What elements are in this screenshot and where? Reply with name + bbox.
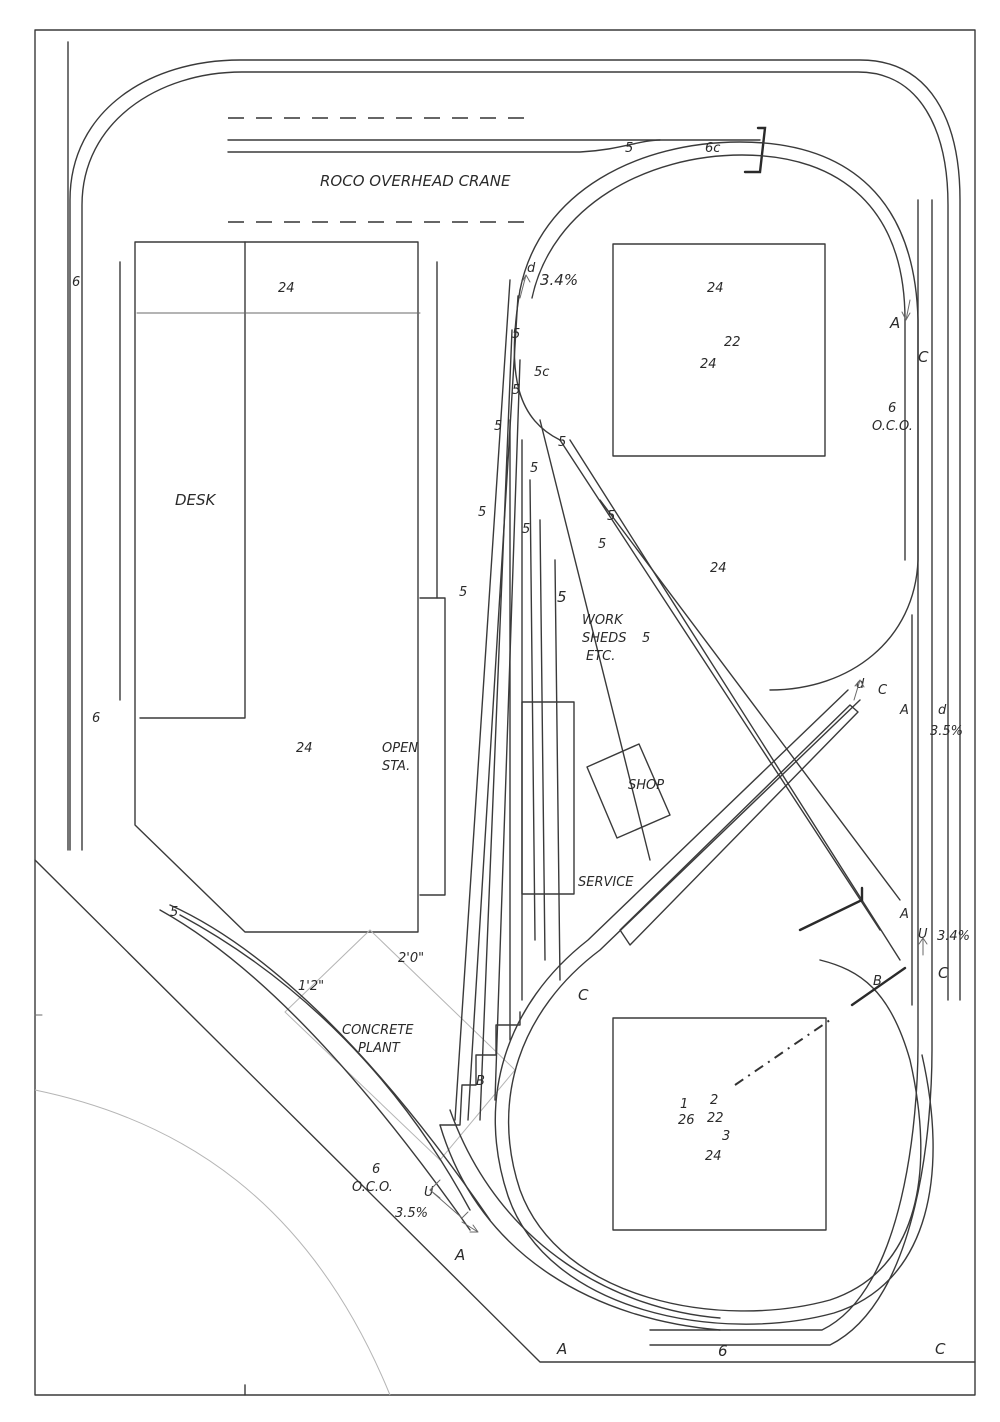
desk-label: DESK xyxy=(175,491,217,509)
shop-label: SHOP xyxy=(628,778,664,793)
elev-upper-box-2-sup: 22 xyxy=(724,335,741,350)
lower-loop-track xyxy=(439,689,934,1331)
marker-A-mid: A xyxy=(899,703,909,718)
marker-C-mid: C xyxy=(878,683,888,698)
grade-lower: 3.5% xyxy=(395,1206,428,1221)
radius-6-bottom: 6 xyxy=(718,1342,728,1360)
open-station-wall xyxy=(419,261,446,896)
dim-2ft: 2'0" xyxy=(398,951,424,966)
elev-lower-box-2: 24 xyxy=(705,1149,722,1164)
clearance-lower-num: 6 xyxy=(372,1162,380,1177)
radius-5-lower-left: 5 xyxy=(170,905,178,920)
work-sheds-label-2: SHEDS xyxy=(582,631,627,646)
radius-5-e: 5 xyxy=(530,461,538,476)
marker-B-left: B xyxy=(476,1074,485,1089)
marker-A-bottom: A xyxy=(556,1340,567,1358)
open-station-label-2: STA. xyxy=(382,759,410,774)
crane-label: ROCO OVERHEAD CRANE xyxy=(320,172,511,190)
elev-lower-box-2-sup: 3 xyxy=(722,1129,730,1144)
marker-C-upper: C xyxy=(918,348,929,366)
marker-A-lower-right: A xyxy=(899,907,909,922)
radius-5-b: 5 xyxy=(512,383,520,398)
marker-d-right: d xyxy=(938,703,947,718)
grade-upper: 3.4% xyxy=(540,271,578,289)
radius-5-a: 5 xyxy=(512,327,520,342)
yard-tracks xyxy=(454,279,901,1121)
radius-5-k: 5 xyxy=(557,588,567,606)
radius-6-left-top: 6 xyxy=(72,275,80,290)
lower-structure xyxy=(612,1017,827,1231)
service-platform xyxy=(521,701,575,895)
elev-desk-center: 24 xyxy=(296,741,313,756)
concrete-label-1: CONCRETE xyxy=(342,1023,414,1038)
radius-5-f: 5 xyxy=(478,505,486,520)
shop-building xyxy=(586,743,671,839)
radius-5-c: 5 xyxy=(494,419,502,434)
room-outline xyxy=(34,29,976,1396)
elev-mid-right: 24 xyxy=(710,561,727,576)
radius-5-i: 5 xyxy=(598,537,606,552)
marker-A-upper: A xyxy=(889,314,900,332)
radius-5-h: 5 xyxy=(522,522,530,537)
elev-lower-sup: 2 xyxy=(710,1093,718,1108)
marker-C-lower-right: C xyxy=(938,964,949,982)
marker-C-bottom: C xyxy=(935,1340,946,1358)
elev-lower-right: 22 xyxy=(707,1111,724,1126)
marker-d-upper: d xyxy=(527,261,536,276)
radius-6c-top: 6c xyxy=(705,141,720,156)
marker-C-lower: C xyxy=(578,986,589,1004)
marker-B-right: B xyxy=(873,974,882,989)
marker-d-mid: d xyxy=(856,677,865,692)
arrow-icon xyxy=(461,1221,479,1233)
clearance-lower-txt: O.C.O. xyxy=(352,1180,393,1195)
grade-right-d: 3.5% xyxy=(930,724,963,739)
marker-A-lower-1: A xyxy=(454,1246,465,1264)
grade-right-u: 3.4% xyxy=(937,929,970,944)
radius-5-l: 5 xyxy=(642,631,650,646)
bridge-deck xyxy=(619,704,859,946)
arrow-icon xyxy=(429,1179,469,1219)
marker-U-right: U xyxy=(918,927,928,942)
radius-6-left-bottom: 6 xyxy=(92,711,100,726)
concrete-label-2: PLANT xyxy=(358,1041,401,1056)
radius-5c: 5c xyxy=(534,365,549,380)
radius-5-g: 5 xyxy=(607,509,615,524)
work-sheds-label-1: WORK xyxy=(582,613,624,628)
elev-upper-box-2: 24 xyxy=(700,357,717,372)
service-label: SERVICE xyxy=(578,875,634,890)
upper-structure xyxy=(612,243,826,457)
arrow-icon xyxy=(901,299,911,321)
work-sheds-label-3: ETC. xyxy=(586,649,615,664)
desk-area xyxy=(119,241,421,933)
radius-5-j: 5 xyxy=(459,585,467,600)
open-station-label-1: OPEN xyxy=(382,741,418,756)
elev-desk-top: 24 xyxy=(278,281,295,296)
arrow-icon xyxy=(519,274,531,299)
clearance-right-num: 6 xyxy=(888,401,896,416)
diagonal-tracks xyxy=(159,904,491,1231)
radius-5-top: 5 xyxy=(625,141,633,156)
marker-U-lower: U xyxy=(424,1185,434,1200)
radius-5-d: 5 xyxy=(558,435,566,450)
dim-1ft2: 1'2" xyxy=(298,979,324,994)
elev-lower-top: 1 xyxy=(680,1097,688,1112)
elev-upper-box-1: 24 xyxy=(707,281,724,296)
clearance-right-txt: O.C.O. xyxy=(872,419,913,434)
arrow-icon xyxy=(918,937,928,956)
upper-loop-track xyxy=(513,141,919,691)
elev-lower-num: 26 xyxy=(678,1113,695,1128)
arrow-icon xyxy=(853,679,865,701)
